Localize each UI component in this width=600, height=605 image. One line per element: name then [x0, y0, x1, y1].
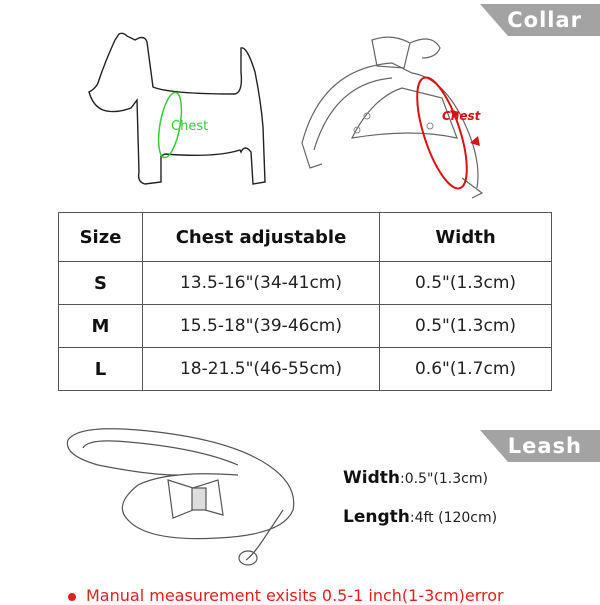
- leash-section-tag: Leash: [480, 430, 600, 462]
- size-chart-table: Size Chest adjustable Width S 13.5-16"(3…: [58, 212, 552, 391]
- header-chest: Chest adjustable: [142, 212, 380, 262]
- note-text: Manual measurement exisits 0.5-1 inch(1-…: [86, 586, 504, 605]
- leash-width-spec: Width:0.5"(1.3cm): [343, 468, 488, 488]
- header-size: Size: [58, 212, 143, 262]
- dog-chest-label: Chest: [171, 119, 208, 134]
- width-cell: 0.5"(1.3cm): [379, 304, 552, 348]
- bullet-icon: [68, 592, 76, 601]
- leash-sketch-icon: [66, 428, 295, 566]
- leash-width-value: :0.5"(1.3cm): [399, 471, 488, 487]
- table-row: M 15.5-18"(39-46cm) 0.5"(1.3cm): [58, 304, 552, 348]
- leash-length-label: Length: [343, 507, 410, 527]
- leash-length-spec: Length:4ft (120cm): [343, 507, 497, 527]
- leash-width-label: Width: [343, 468, 400, 488]
- size-cell: S: [58, 261, 143, 305]
- width-cell: 0.6"(1.7cm): [379, 347, 552, 391]
- leash-tag-label: Leash: [507, 434, 582, 458]
- collar-tag-label: Collar: [507, 8, 582, 32]
- chest-cell: 15.5-18"(39-46cm): [142, 304, 380, 348]
- size-cell: L: [58, 347, 143, 391]
- header-width: Width: [379, 212, 552, 262]
- table-row: L 18-21.5"(46-55cm) 0.6"(1.7cm): [58, 347, 552, 391]
- table-row: S 13.5-16"(34-41cm) 0.5"(1.3cm): [58, 261, 552, 305]
- dog-outline-icon: Chest: [88, 32, 266, 185]
- table-header-row: Size Chest adjustable Width: [58, 212, 552, 262]
- harness-chest-label: Chest: [442, 109, 482, 123]
- measurement-note: Manual measurement exisits 0.5-1 inch(1-…: [68, 586, 504, 605]
- size-cell: M: [58, 304, 143, 348]
- harness-sketch-icon: Chest: [301, 36, 484, 199]
- width-cell: 0.5"(1.3cm): [379, 261, 552, 305]
- chest-cell: 18-21.5"(46-55cm): [142, 347, 380, 391]
- chest-cell: 13.5-16"(34-41cm): [142, 261, 380, 305]
- leash-length-value: :4ft (120cm): [409, 510, 498, 526]
